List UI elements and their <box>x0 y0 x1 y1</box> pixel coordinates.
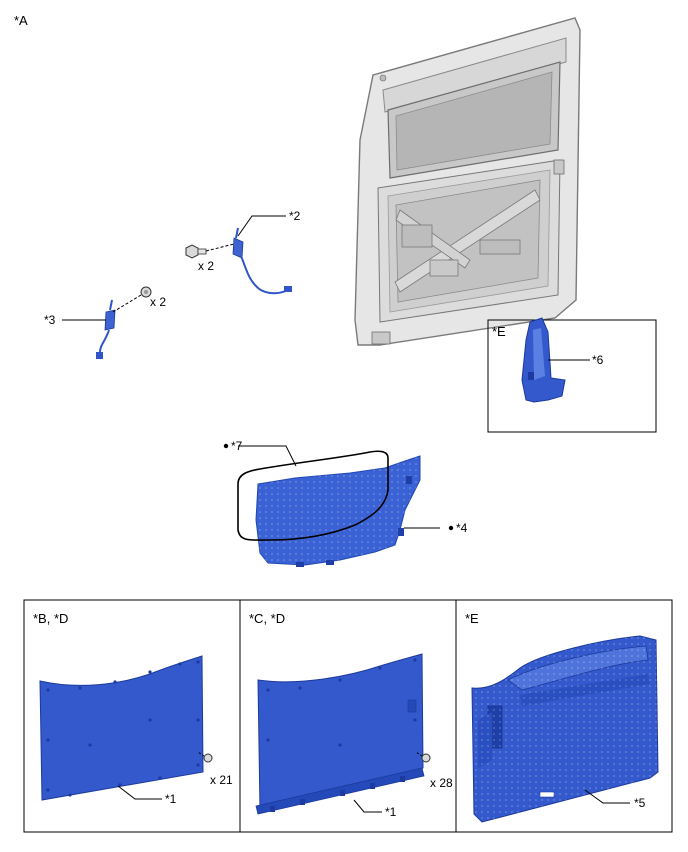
wire-harness-2 <box>232 227 292 295</box>
qty-clip-mid: x 28 <box>430 776 453 790</box>
seal-7 <box>237 450 389 541</box>
wire-harness-3 <box>96 299 116 359</box>
back-door-illustration <box>354 17 581 346</box>
bolt-icon <box>185 243 235 259</box>
panel-label-e: *E <box>465 611 479 626</box>
view-label: *A <box>14 13 28 28</box>
panel-label-c-d: *C, *D <box>249 611 286 626</box>
qty-clip-left: x 21 <box>210 773 233 787</box>
clip-icon <box>112 286 152 313</box>
trim-board-1-left <box>39 655 204 801</box>
clip-icon <box>415 751 431 763</box>
callout-4: *4 <box>456 521 468 535</box>
panel-label-b-d: *B, *D <box>33 611 69 626</box>
trim-board-4 <box>255 455 421 567</box>
callout-2: *2 <box>289 209 301 223</box>
qty-bolt: x 2 <box>198 259 215 273</box>
qty-clip-3: x 2 <box>150 295 167 309</box>
callout-1-left: *1 <box>165 792 177 806</box>
callout-7: *7 <box>231 439 243 453</box>
pillar-trim-6 <box>521 317 566 403</box>
callout-6: *6 <box>592 353 604 367</box>
trim-board-1-middle <box>255 653 425 815</box>
inset-e-label: *E <box>492 324 506 339</box>
callout-5: *5 <box>634 796 646 810</box>
bottom-panels-frame <box>23 599 673 833</box>
trim-board-5 <box>471 635 659 823</box>
clip-icon <box>197 751 213 763</box>
inset-frame-e <box>487 319 657 433</box>
callout-1-mid: *1 <box>385 805 397 819</box>
callout-3: *3 <box>44 313 56 327</box>
